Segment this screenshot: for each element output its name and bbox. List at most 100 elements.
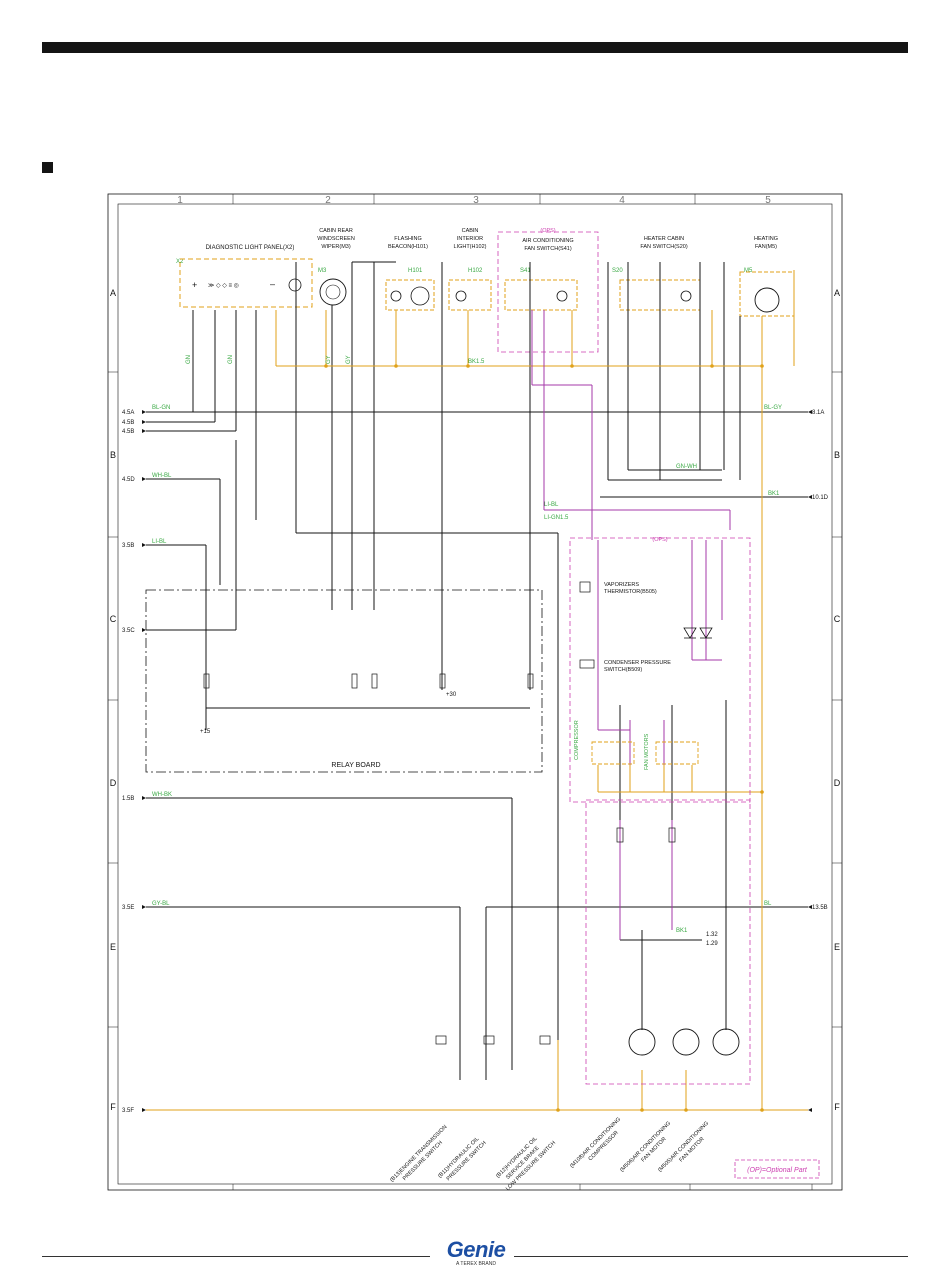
svg-text:COMPRESSOR: COMPRESSOR <box>574 720 580 760</box>
col-label: 2 <box>325 195 331 206</box>
col-label: 4 <box>619 195 625 206</box>
svg-text:WINDSCREEN: WINDSCREEN <box>317 236 355 242</box>
svg-text:BK1: BK1 <box>676 928 688 934</box>
pressure-switch-icon <box>539 1035 551 1045</box>
svg-text:S20: S20 <box>612 268 623 274</box>
ref-label: +15 <box>200 729 211 735</box>
section-bullet <box>42 162 53 173</box>
ref-label: 3.5E <box>122 905 134 911</box>
svg-text:GY: GY <box>326 355 332 364</box>
svg-text:GN: GN <box>228 355 234 364</box>
svg-text:CONDENSER PRESSURE: CONDENSER PRESSURE <box>604 660 671 666</box>
row-label: D <box>834 778 841 788</box>
op-box-motors <box>585 799 751 1085</box>
diagram-inner-frame <box>117 203 833 1185</box>
relay-board-label: RELAY BOARD <box>331 762 380 769</box>
svg-text:GN: GN <box>186 355 192 364</box>
svg-text:M5: M5 <box>744 268 753 274</box>
ref-label: 3.5F <box>122 1108 134 1114</box>
col-label: 5 <box>765 195 771 206</box>
relay-board-box <box>145 589 543 773</box>
svg-text:INTERIOR: INTERIOR <box>457 236 483 242</box>
svg-text:WH-BL: WH-BL <box>152 473 172 479</box>
fuses <box>203 673 534 689</box>
black-wires <box>146 261 808 1110</box>
svg-text:LI-BL: LI-BL <box>152 539 167 545</box>
svg-text:–: – <box>270 279 275 289</box>
svg-text:FAN MOTORS: FAN MOTORS <box>644 733 650 770</box>
pressure-switch-icon <box>579 659 595 669</box>
fan-motor-icon <box>712 1028 740 1056</box>
svg-text:LIGHT(H102): LIGHT(H102) <box>453 244 486 250</box>
row-label: C <box>834 614 841 624</box>
pressure-switch-icon <box>435 1035 447 1045</box>
row-label: F <box>834 1102 840 1112</box>
row-label: B <box>834 450 840 460</box>
row-label: A <box>110 288 116 298</box>
svg-text:BEACON(H101): BEACON(H101) <box>388 244 428 250</box>
fan-relay <box>655 741 699 765</box>
legend-text: (OP)=Optional Part <box>747 1167 808 1174</box>
fan-motor-icon <box>754 287 780 313</box>
wiper-motor-icon <box>319 278 347 306</box>
row-label: B <box>110 450 116 460</box>
ref-label: 13.5B <box>812 905 828 911</box>
svg-text:LI-BL: LI-BL <box>544 502 559 508</box>
svg-text:SWITCH(B509): SWITCH(B509) <box>604 667 642 673</box>
svg-text:LI-GN1.5: LI-GN1.5 <box>544 515 569 521</box>
svg-text:VAPORIZERS: VAPORIZERS <box>604 582 639 588</box>
pressure-switch-icon <box>483 1035 495 1045</box>
svg-text:BK1: BK1 <box>768 491 780 497</box>
op-box-s41 <box>497 231 599 353</box>
svg-text:GN-WH: GN-WH <box>676 464 697 470</box>
brand-tagline: A TEREX BRAND <box>456 1261 496 1267</box>
row-label: F <box>110 1102 116 1112</box>
svg-text:FAN SWITCH(S41): FAN SWITCH(S41) <box>524 246 572 252</box>
brand-logo: Genie A TEREX BRAND <box>438 1239 514 1273</box>
header-bar <box>42 42 908 53</box>
svg-text:(OPS): (OPS) <box>652 537 667 543</box>
lamp-icon <box>680 290 692 302</box>
footer-rule <box>514 1256 908 1257</box>
svg-text:(OPS): (OPS) <box>540 228 555 234</box>
x2-panel <box>179 258 313 308</box>
svg-text:FLASHING: FLASHING <box>394 236 422 242</box>
row-label: A <box>834 288 840 298</box>
lamp-icon <box>455 290 467 302</box>
ref-label: 1.5B <box>122 796 134 802</box>
lamp-icon <box>556 290 568 302</box>
ref-label: 1.32 <box>706 932 718 938</box>
ref-label: 4.5A <box>122 410 134 416</box>
bottom-label: (M108)AIR CONDITIONING COMPRESSOR <box>569 1117 622 1170</box>
svg-text:H101: H101 <box>408 268 423 274</box>
svg-text:GY: GY <box>346 355 352 364</box>
svg-text:FAN SWITCH(S20): FAN SWITCH(S20) <box>640 244 688 250</box>
svg-text:S41: S41 <box>520 268 531 274</box>
beacon-box <box>385 279 435 311</box>
svg-text:HEATING: HEATING <box>754 236 778 242</box>
svg-text:THERMISTOR(B505): THERMISTOR(B505) <box>604 589 657 595</box>
row-label: D <box>110 778 117 788</box>
resistor-icon <box>616 827 624 843</box>
ref-label: 3.5C <box>122 628 135 634</box>
interior-light-box <box>448 279 492 311</box>
bottom-label: (M506)AIR CONDITIONING FAN MOTOR <box>619 1121 672 1174</box>
svg-text:BK1.5: BK1.5 <box>468 359 485 365</box>
svg-text:H102: H102 <box>468 268 483 274</box>
svg-text:(M108)AIR CONDITIONING: (M108)AIR CONDITIONING <box>569 1117 622 1170</box>
svg-text:≫ ◇ ◇ ≡ ◎: ≫ ◇ ◇ ≡ ◎ <box>208 283 239 289</box>
ref-label: 4.5D <box>122 477 135 483</box>
fan-motor-icon <box>672 1028 700 1056</box>
op-box-ac <box>569 537 751 803</box>
ref-label: 4.5B <box>122 429 134 435</box>
ac-wires <box>531 310 731 940</box>
bottom-label: (B11)HYDRAULIC OIL PRESSURE SWITCH <box>437 1136 488 1182</box>
ac-switch-box <box>504 279 578 311</box>
ground-wires <box>146 270 808 1111</box>
svg-text:BL-GY: BL-GY <box>764 405 782 411</box>
svg-text:FAN(M5): FAN(M5) <box>755 244 777 250</box>
row-label: E <box>110 942 116 952</box>
svg-text:LOW PRESSURE SWITCH: LOW PRESSURE SWITCH <box>505 1140 557 1192</box>
ref-label: 10.1D <box>812 495 829 501</box>
